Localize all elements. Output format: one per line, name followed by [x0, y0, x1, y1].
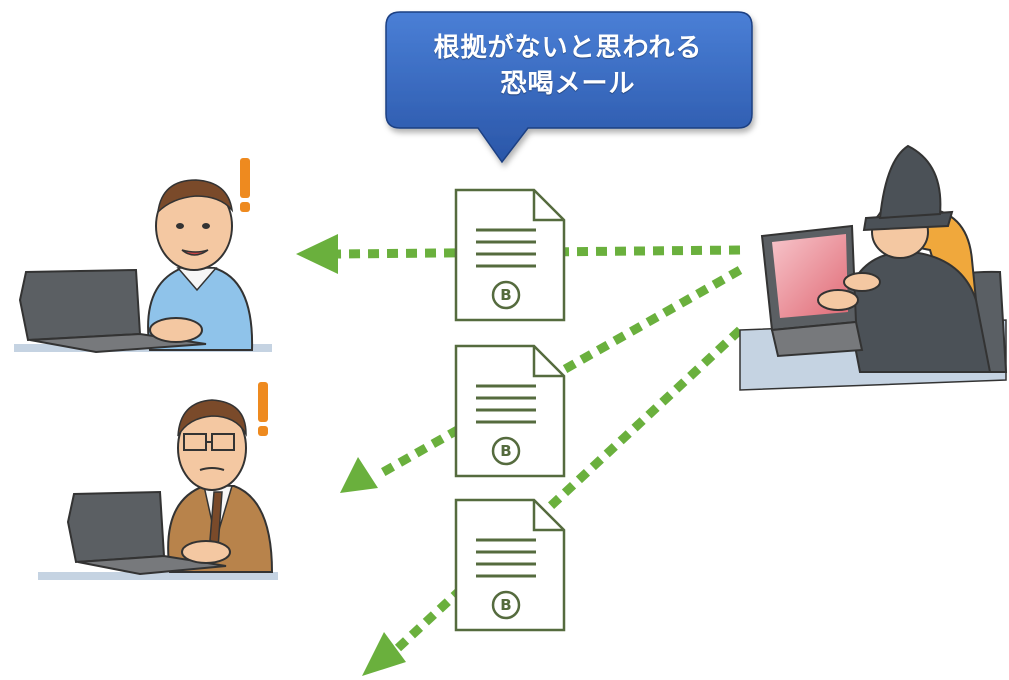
- callout-line-2: 恐喝メール: [500, 69, 636, 99]
- victim-1: [14, 179, 272, 354]
- arrow-to-bottom: [394, 326, 744, 652]
- bitcoin-symbol: B: [500, 442, 511, 460]
- callout-line-1: 根拠がないと思われる: [433, 33, 703, 63]
- arrow-to-victim2: [375, 266, 743, 479]
- arrow-icon: [296, 234, 338, 274]
- document-icon: [454, 188, 566, 322]
- bitcoin-icon: [491, 590, 521, 620]
- desk: [38, 572, 278, 580]
- bitcoin-icon: [491, 436, 521, 466]
- arrow-icon: [362, 632, 406, 676]
- victim-2: [38, 399, 278, 580]
- arrow-to-victim1: [337, 245, 741, 259]
- bitcoin-symbol: B: [500, 596, 511, 614]
- arrow-heads: [296, 234, 406, 676]
- arrow-icon: [340, 457, 378, 493]
- attacker: [739, 144, 1008, 391]
- exclamation-icon: [240, 158, 250, 212]
- document-icon: [454, 498, 566, 632]
- callout-text: 根拠がないと思われる 恐喝メール: [383, 30, 753, 102]
- bitcoin-icon: [491, 280, 521, 310]
- exclamation-icon: [258, 382, 268, 436]
- bitcoin-symbol: B: [500, 286, 511, 304]
- callout-bubble: [385, 11, 753, 164]
- document-icon: [454, 344, 566, 478]
